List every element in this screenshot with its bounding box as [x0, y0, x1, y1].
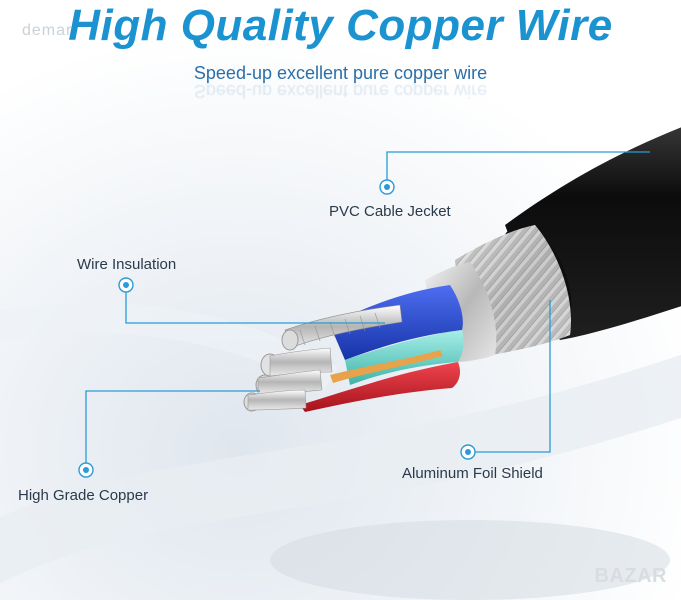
label-wire-insulation: Wire Insulation [77, 256, 177, 273]
watermark-logo: BAZAR [594, 565, 667, 587]
label-aluminum-foil: Aluminum Foil Shield [402, 465, 543, 482]
callout-dots [78, 179, 476, 478]
page-subtitle: Speed-up excellent pure copper wire [193, 63, 488, 83]
label-high-grade-copper: High Grade Copper [18, 487, 149, 504]
watermark-left: demar [22, 22, 73, 39]
label-pvc-jacket: PVC Cable Jecket [329, 203, 451, 220]
red-wire-shape [300, 362, 460, 412]
subtitle-reflection: Speed-up excellent pure copper wire [193, 81, 488, 101]
page-title: High Quality Copper Wire [68, 1, 613, 50]
